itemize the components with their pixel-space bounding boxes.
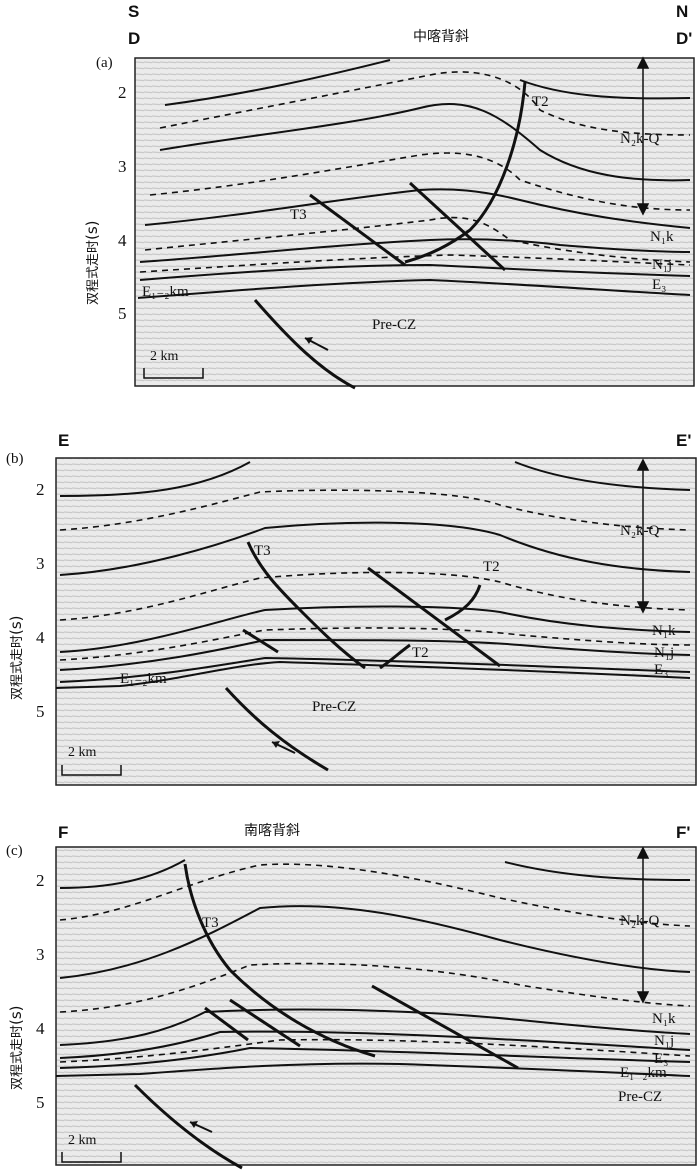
label-n1k: N₁k [652, 1011, 676, 1027]
y-tick: 3 [118, 157, 127, 176]
dashed-horizons [59, 489, 691, 661]
label-e3: E₃ [654, 662, 669, 678]
seismic-background [56, 847, 696, 1165]
profile-start-label: E [58, 431, 70, 450]
direction-south: S [128, 2, 140, 21]
label-e12km: E₁₋₂km [620, 1065, 667, 1081]
panel-letter: (c) [6, 843, 23, 859]
label-precz: Pre-CZ [372, 317, 417, 333]
scale-bar-label: 2 km [68, 745, 97, 760]
label-n1k: N₁k [652, 623, 676, 639]
label-e3: E₃ [652, 277, 667, 293]
label-precz: Pre-CZ [618, 1089, 663, 1105]
y-tick: 2 [36, 871, 45, 890]
faults [224, 541, 501, 772]
anticline-title: 南喀背斜 [244, 823, 300, 839]
label-t2: T2 [532, 94, 549, 110]
profile-end-label: D' [676, 29, 693, 48]
horizons [137, 59, 691, 299]
y-tick: 2 [118, 83, 127, 102]
panel-letter: (b) [6, 451, 24, 467]
label-n2k-q: N₂k-Q [620, 523, 660, 539]
scale-bar [61, 765, 122, 776]
label-e12km: E₁₋₂km [120, 671, 167, 687]
horizons [55, 859, 691, 1077]
y-tick: 4 [118, 231, 127, 250]
scale-bar-label: 2 km [150, 349, 179, 364]
panel-a: S N D D' 中喀背斜 (a) 双程式走时(s) 2 3 4 5 [0, 0, 700, 395]
label-n1j: N₁j [654, 1033, 675, 1049]
y-tick: 5 [36, 1093, 45, 1112]
seismic-background [135, 58, 694, 386]
dashed-horizons [59, 863, 691, 1063]
panel-letter: (a) [96, 55, 113, 71]
profile-end-label: F' [676, 823, 691, 842]
y-tick: 4 [36, 628, 45, 647]
anticline-title: 中喀背斜 [413, 29, 469, 45]
seismic-section [134, 56, 695, 390]
label-t3: T3 [254, 543, 271, 559]
y-tick: 4 [36, 1019, 45, 1038]
label-t3: T3 [202, 915, 219, 931]
y-tick: 3 [36, 945, 45, 964]
y-tick: 5 [118, 304, 127, 323]
double-arrow [636, 846, 650, 1004]
seismic-section [55, 457, 697, 786]
label-e3: E₃ [654, 1051, 669, 1067]
label-n1j: N₁j [654, 645, 675, 661]
panel-c: F F' 南喀背斜 (c) 双程式走时(s) 2 3 4 5 [0, 800, 700, 1173]
y-tick: 3 [36, 554, 45, 573]
label-n2k-q: N₂k-Q [620, 131, 660, 147]
direction-north: N [676, 2, 689, 21]
profile-end-label: E' [676, 431, 692, 450]
label-n1j: N₁j [652, 257, 673, 273]
label-t2-lower: T2 [412, 645, 429, 661]
horizons [55, 461, 691, 689]
panel-b: E E' (b) 双程式走时(s) 2 3 4 5 [0, 420, 700, 790]
scale-bar-label: 2 km [68, 1133, 97, 1148]
label-n1k: N₁k [650, 229, 674, 245]
seismic-background [56, 458, 696, 785]
label-t3: T3 [290, 207, 307, 223]
profile-start-label: D [128, 29, 141, 48]
faults [253, 81, 527, 390]
label-e12km: E₁₋₂km [142, 284, 189, 300]
y-tick: 2 [36, 480, 45, 499]
seismic-section [55, 846, 697, 1170]
label-t2-upper: T2 [483, 559, 500, 575]
scale-bar [143, 368, 204, 379]
profile-start-label: F [58, 823, 69, 842]
label-n2k-q: N₂k-Q [620, 913, 660, 929]
y-tick: 5 [36, 702, 45, 721]
double-arrow [636, 458, 650, 614]
faults [133, 863, 519, 1170]
dashed-horizons [139, 71, 691, 273]
scale-bar [61, 1152, 122, 1163]
label-precz: Pre-CZ [312, 699, 357, 715]
double-arrow [636, 56, 650, 216]
